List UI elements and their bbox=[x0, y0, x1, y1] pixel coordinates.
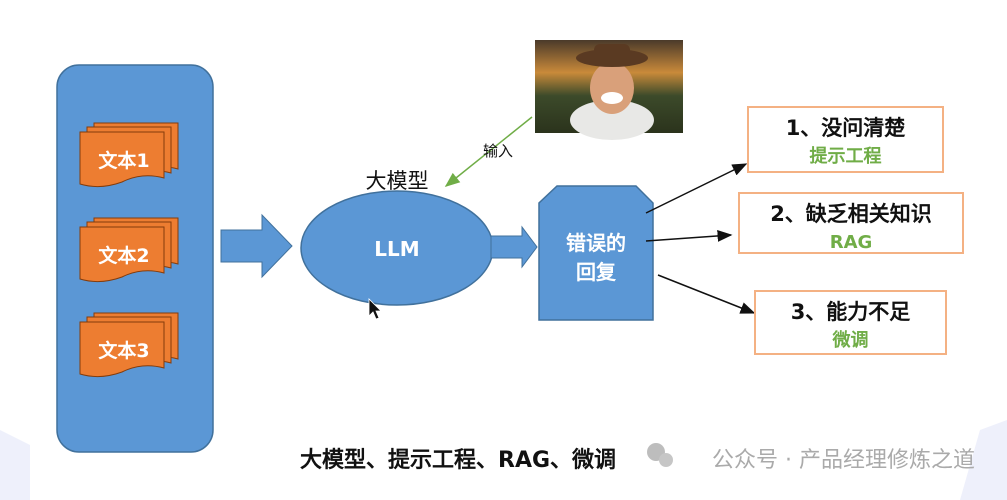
model-title: 大模型 bbox=[366, 169, 429, 193]
reason-solution: 微调 bbox=[832, 329, 869, 351]
reason-title: 1、没问清楚 bbox=[786, 116, 906, 140]
background-decoration bbox=[0, 430, 30, 500]
reason-solution: RAG bbox=[830, 232, 873, 253]
wrong-answer-line1: 错误的 bbox=[566, 231, 626, 255]
document-label: 文本3 bbox=[98, 339, 149, 362]
watermark: 公众号 · 产品经理修炼之道 bbox=[712, 448, 975, 473]
background-decoration bbox=[960, 420, 1007, 500]
wechat-icon bbox=[647, 443, 673, 467]
caption: 大模型、提示工程、RAG、微调 bbox=[300, 447, 616, 473]
arrow-to-model bbox=[220, 213, 293, 279]
document-stack: 文本2 bbox=[79, 217, 179, 283]
arrow-to-output bbox=[490, 225, 538, 269]
document-label: 文本2 bbox=[98, 244, 149, 267]
arrow-to-reason-3 bbox=[657, 274, 756, 314]
llm-label: LLM bbox=[374, 237, 419, 261]
reason-solution: 提示工程 bbox=[810, 145, 882, 167]
wrong-answer-line2: 回复 bbox=[576, 260, 617, 284]
reason-title: 2、缺乏相关知识 bbox=[770, 202, 932, 226]
reason-box-2: 2、缺乏相关知识 RAG bbox=[738, 192, 964, 254]
document-stack: 文本3 bbox=[79, 312, 179, 378]
wrong-answer-box bbox=[538, 185, 654, 321]
input-arrow bbox=[444, 116, 533, 187]
mouse-cursor-icon bbox=[368, 298, 382, 320]
arrow-to-reason-1 bbox=[645, 163, 748, 214]
reason-title: 3、能力不足 bbox=[791, 300, 911, 324]
document-stack: 文本1 bbox=[79, 122, 179, 188]
arrow-to-reason-2 bbox=[645, 229, 733, 242]
document-label: 文本1 bbox=[98, 149, 149, 172]
input-label: 输入 bbox=[483, 142, 513, 160]
user-photo bbox=[535, 40, 683, 140]
